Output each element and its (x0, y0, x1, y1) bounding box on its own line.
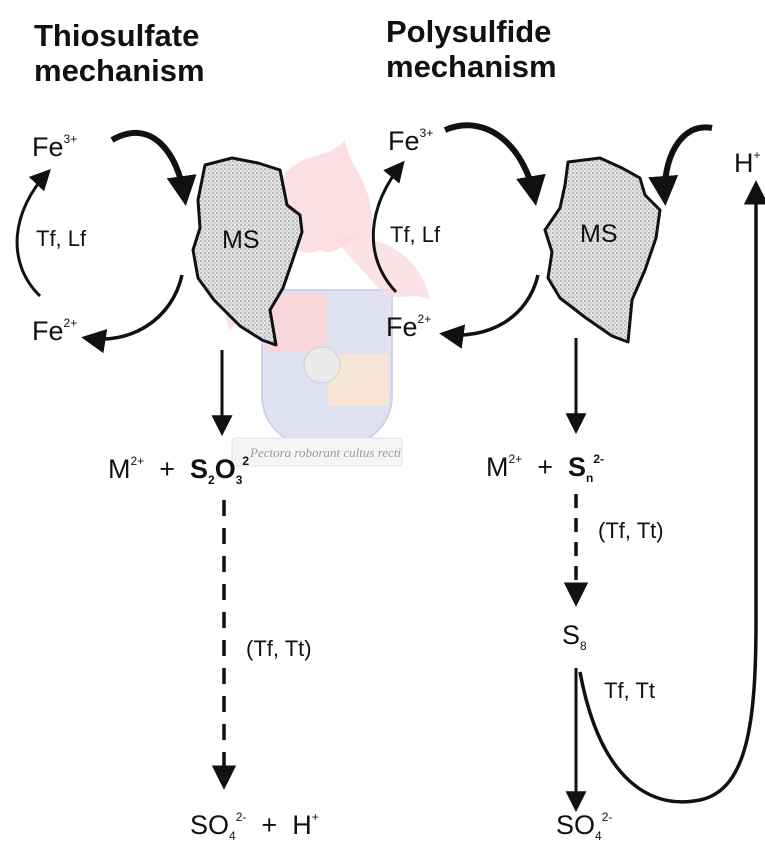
polysulfide-fe3-to-ms-arrow (443, 122, 546, 206)
thiosulfate-mineral-particle (191, 156, 304, 347)
polysulfide-oxidizers-label-1: (Tf, Tt) (598, 518, 664, 543)
thiosulfate-fe3-to-ms-arrow (110, 130, 197, 206)
polysulfide-ion-label: Sn2- (568, 452, 605, 485)
polysulfide-fe2-label: Fe2+ (386, 312, 432, 342)
polysulfide-proton-regeneration-arrow (578, 180, 765, 804)
polysulfide-proton-label: H+ (734, 148, 761, 178)
polysulfide-proton-to-ms-arrow (648, 124, 713, 206)
polysulfide-final-product: SO42- (556, 810, 613, 843)
polysulfide-s8-label: S8 (562, 620, 587, 653)
thiosulfate-ms-to-fe2-arrow (81, 274, 184, 354)
polysulfide-cycle-label: Tf, Lf (390, 222, 441, 247)
watermark-motto: Pectora roborant cultus recti (250, 445, 402, 460)
polysulfide-title: Polysulfide mechanism (386, 14, 557, 85)
polysulfide-mineral-particle (543, 156, 662, 344)
polysulfide-mineral-label: MS (580, 220, 618, 248)
thiosulfate-oxidizers-label: (Tf, Tt) (246, 636, 312, 661)
polysulfide-fe3-label: Fe3+ (388, 126, 434, 156)
thiosulfate-mineral-label: MS (222, 226, 260, 254)
thiosulfate-fe3-label: Fe3+ (32, 132, 78, 162)
thiosulfate-fe-regeneration-arrow (15, 168, 51, 298)
polysulfide-fe-regeneration-arrow (371, 160, 405, 294)
thiosulfate-fe2-label: Fe2+ (32, 316, 78, 346)
thiosulfate-cycle-label: Tf, Lf (36, 226, 87, 251)
thiosulfate-dissolution-products: M2+ + S2O32 (108, 454, 250, 487)
thiosulfate-ion-label: S2O32 (190, 454, 250, 487)
thiosulfate-title: Thiosulfate mechanism (34, 18, 205, 89)
polysulfide-dissolution-products: M2+ + Sn2- (486, 452, 605, 485)
polysulfide-oxidizers-label-2: Tf, Tt (604, 678, 655, 703)
thiosulfate-final-products: SO42- + H+ (190, 810, 319, 843)
polysulfide-ms-to-fe2-arrow (439, 274, 540, 349)
